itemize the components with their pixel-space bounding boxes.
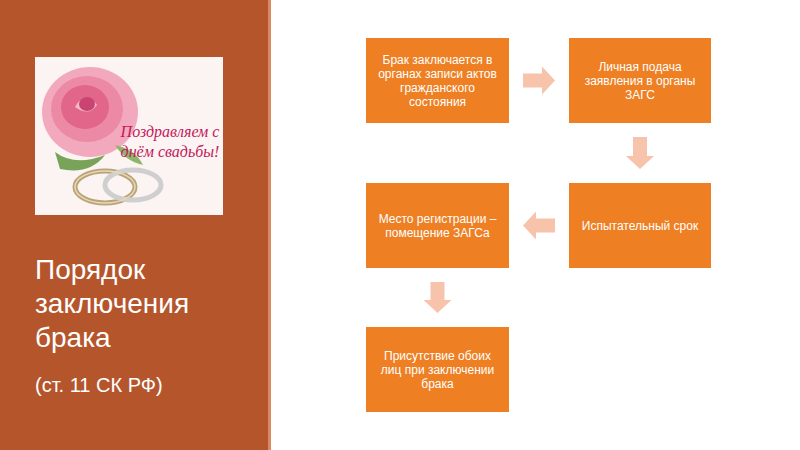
block-arrow bbox=[626, 137, 654, 169]
block-arrow bbox=[523, 67, 555, 95]
box-text: Присутствие обоих лиц при заключении бра… bbox=[374, 349, 501, 391]
process-box: Место регистрации – помещение ЗАГСа bbox=[366, 183, 509, 268]
process-box: Брак заключается в органах записи актов … bbox=[366, 38, 509, 123]
box-text: Испытательный срок bbox=[582, 219, 698, 233]
slide-title: Порядок заключения брака bbox=[35, 253, 260, 355]
block-arrow bbox=[523, 212, 555, 240]
box-text: Место регистрации – помещение ЗАГСа bbox=[374, 212, 501, 240]
article-reference: (ст. 11 СК РФ) bbox=[35, 372, 260, 398]
greeting-text: Поздравляем с днём свадьбы! bbox=[120, 122, 220, 162]
box-text: Брак заключается в органах записи актов … bbox=[374, 53, 501, 109]
process-box: Личная подача заявления в органы ЗАГС bbox=[569, 38, 711, 123]
block-arrow bbox=[424, 282, 452, 313]
box-text: Личная подача заявления в органы ЗАГС bbox=[577, 60, 703, 102]
process-box: Испытательный срок bbox=[569, 183, 711, 268]
panel-edge bbox=[268, 0, 271, 450]
process-box: Присутствие обоих лиц при заключении бра… bbox=[366, 327, 509, 412]
